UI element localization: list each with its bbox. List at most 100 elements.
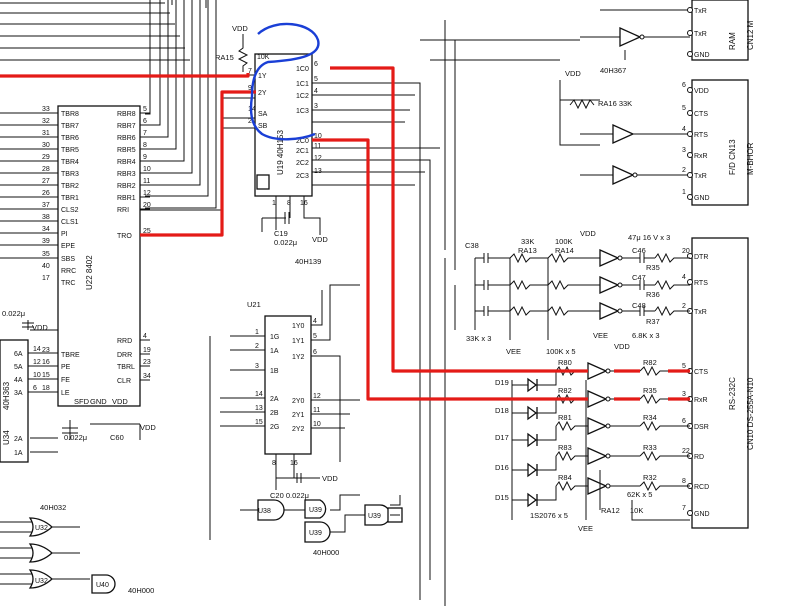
- u21-part: 40H139: [295, 257, 321, 266]
- cn10-pin-name: TxR: [694, 309, 707, 316]
- label-100kx5: 100K x 5: [546, 347, 576, 356]
- cn10-pin-name: RD: [694, 454, 704, 461]
- label-r35: R35: [646, 263, 660, 272]
- receiver-buffer-0: [587, 361, 608, 381]
- u21-left-pin-num: 14: [255, 391, 263, 398]
- cn10-pin-name: RCD: [694, 484, 709, 491]
- receiver-out-4: [610, 480, 690, 492]
- label-r68k3: 6.8K x 3: [632, 331, 660, 340]
- u32-a: U32: [35, 525, 48, 532]
- u22-left-pin-name: FE: [61, 377, 70, 384]
- u22-left-pin-num: 40: [42, 263, 50, 270]
- u22-left-pin-num: 15: [42, 372, 50, 379]
- cn10-pin-name: CTS: [694, 369, 708, 376]
- driver-out-cap-2: [622, 306, 655, 316]
- gates-u32: 40H032 U32 U32 U40 40H000: [0, 503, 154, 595]
- u22-left-pin-num: 28: [42, 166, 50, 173]
- u21-left-pin-num: 15: [255, 419, 263, 426]
- u21-left-pin-num: 3: [255, 363, 259, 370]
- receiver-out-2: [610, 420, 690, 432]
- label-33k: 33K: [521, 237, 534, 246]
- label-vdd-rcv: VDD: [614, 342, 630, 351]
- diode-wire-d18: [512, 399, 557, 414]
- u22-left-pin-name: TBR7: [61, 123, 79, 130]
- label-100k: 100K: [555, 237, 573, 246]
- u22-left-pin-name: TRC: [61, 280, 75, 287]
- buffers-40h367: 40H367 VDD RA16 33K: [559, 9, 690, 186]
- u22-left-pin-name: TBR4: [61, 159, 79, 166]
- u34-pin-num: 10: [33, 372, 41, 379]
- label-r62k5: 62K x 5: [627, 490, 652, 499]
- u21-left-pin-name: 1G: [270, 334, 279, 341]
- u22-left-pin-name: TBR1: [61, 195, 79, 202]
- driver-buffer-1: [599, 275, 620, 295]
- label-ra13: RA13: [518, 246, 537, 255]
- u21-right-pin-name: 1Y2: [292, 354, 305, 361]
- cn13-pin-terminal: [687, 152, 693, 158]
- label-ra14: RA14: [555, 246, 574, 255]
- u22-right-pin-num: 9: [143, 154, 147, 161]
- label-10k: 10K: [630, 506, 643, 515]
- u19-left-pin-num: 9: [248, 85, 252, 92]
- u34-pin-num: 14: [33, 346, 41, 353]
- u19-left-pin-name: 2Y: [258, 90, 267, 97]
- label-vdd-2: VDD: [140, 423, 156, 432]
- driver-resistor-b-0: [547, 252, 600, 264]
- label-c38: C38: [465, 241, 479, 250]
- u22-left-pin-name: TBR8: [61, 111, 79, 118]
- u22-right-pin-num: 6: [143, 118, 147, 125]
- u34-pin-name: 1A: [14, 450, 23, 457]
- u22-right-pin-name: RBR4: [117, 159, 136, 166]
- diode-wire-d15: [512, 486, 557, 501]
- diode-label-d16: D16: [495, 463, 509, 472]
- diode-d16: [527, 462, 538, 478]
- diode-wire-d19: [512, 371, 557, 386]
- u19-right-pin-name: 2C2: [296, 160, 309, 167]
- receiver-resistor-label-4: R84: [558, 473, 572, 482]
- label-c20: C20 0.022μ: [270, 491, 309, 500]
- label-40h000-a: 40H000: [128, 586, 154, 595]
- u19-right-pin-num: 5: [314, 76, 318, 83]
- label-r37: R37: [646, 317, 660, 326]
- cn13-pin-num: 5: [682, 105, 686, 112]
- u22-right-pin-num: 12: [143, 190, 151, 197]
- cn13-pin-terminal: [687, 172, 693, 178]
- cn10-pin-num: 3: [682, 391, 686, 398]
- u34-pin-num: 6: [33, 385, 37, 392]
- driver-out-cap-1: [622, 280, 655, 290]
- label-vee-3: VEE: [578, 524, 593, 533]
- u22-left-pin-num: 27: [42, 178, 50, 185]
- u22-left-pin-num: 23: [42, 347, 50, 354]
- cn10-pin-num: 8: [682, 478, 686, 485]
- u21-right-pin-num: 12: [313, 393, 321, 400]
- label-vdd-1: VDD: [32, 323, 48, 332]
- cn10-pin-num: 7: [682, 505, 686, 512]
- u22-left-pin-name: TBRE: [61, 352, 80, 359]
- receiver-resistor-4: [555, 480, 588, 492]
- u19-right-pin-name: 1C0: [296, 66, 309, 73]
- u21-right-pin-num: 11: [313, 407, 320, 414]
- label-c60: C60: [110, 433, 124, 442]
- u22-left-pin-name: TBR3: [61, 171, 79, 178]
- u22-bottom-gnd: GND: [90, 397, 107, 406]
- label-c46: C46: [632, 246, 646, 255]
- u22-right-pin-num: 34: [143, 373, 151, 380]
- u19-right-pin-num: 4: [314, 88, 318, 95]
- driver-out-resistor-2: [654, 305, 690, 317]
- u34-ref: 40H363: [2, 381, 11, 410]
- u22-right-pin-name: RBR6: [117, 135, 136, 142]
- chip-u22: U22 8402 33TBR832TBR731TBR630TBR529TBR42…: [0, 105, 151, 407]
- diode-d19: [527, 377, 538, 393]
- receiver-resistor-label-1: R82: [558, 386, 572, 395]
- u22-right-pin-num: 5: [143, 106, 147, 113]
- label-40h032: 40H032: [40, 503, 66, 512]
- receiver-buffer-3: [587, 446, 608, 466]
- u22-left-pin-name: CLS1: [61, 219, 79, 226]
- u22-left-pin-name: PE: [61, 364, 71, 371]
- receiver-buffer-bubble-4: [605, 483, 611, 489]
- u21-right-pin-num: 10: [313, 421, 321, 428]
- u22-left-pin-num: 18: [42, 385, 50, 392]
- cn10-pin-name: GND: [694, 511, 710, 518]
- u22-bypass-cap: 0.022μ VDD 0.022μ C60 VDD: [2, 309, 156, 453]
